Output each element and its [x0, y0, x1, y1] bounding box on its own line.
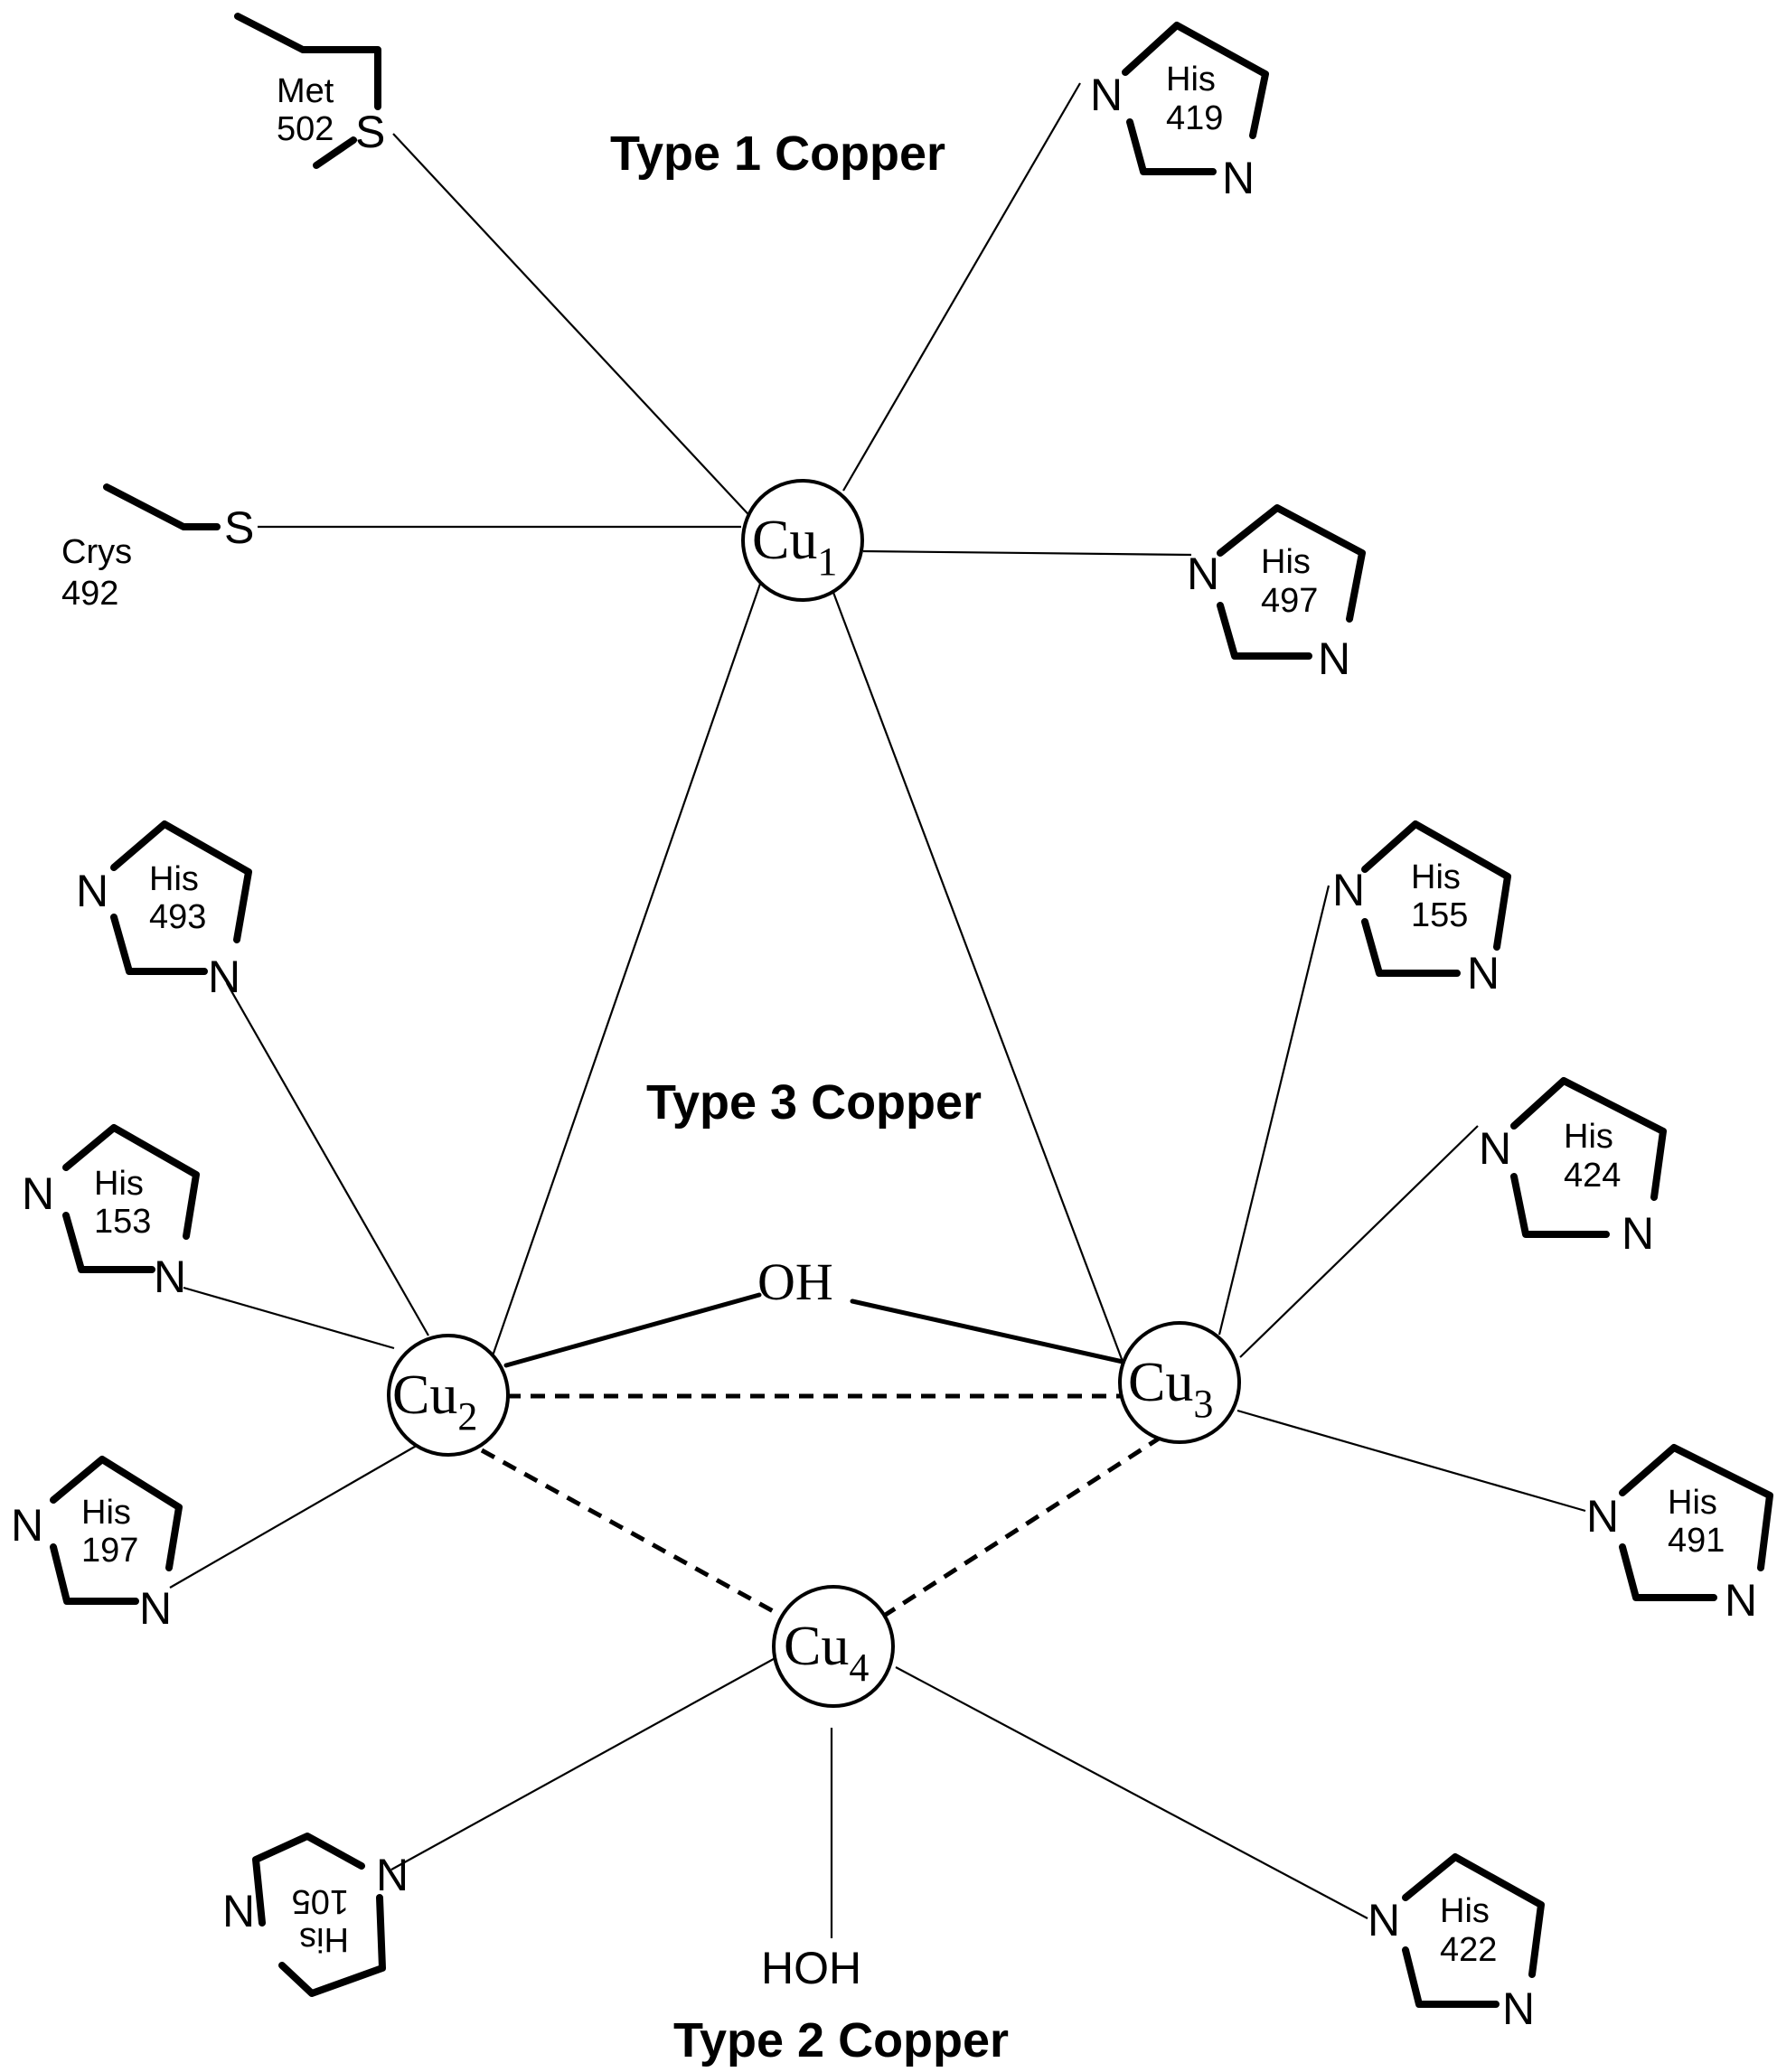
- svg-text:His: His: [94, 1165, 144, 1203]
- his155-n1: N: [1332, 865, 1365, 915]
- bond-cu3-his491: [1236, 1409, 1586, 1513]
- his424-residue: N N His 424: [1479, 1077, 1667, 1259]
- bond-cu1-his497: [862, 549, 1192, 557]
- his197-n2: N: [139, 1583, 172, 1634]
- his197-n1: N: [11, 1500, 43, 1551]
- his155-n2: N: [1467, 948, 1500, 998]
- svg-text:His: His: [1440, 1892, 1490, 1930]
- his497-residue: N N His 497: [1187, 504, 1366, 684]
- copper-dashed-links: [480, 1393, 1163, 1620]
- his105-n2: N: [222, 1886, 255, 1936]
- his155-residue: N N His 155: [1332, 820, 1511, 998]
- dash-cu3-cu4: [879, 1434, 1163, 1620]
- his419-n2: N: [1222, 153, 1255, 203]
- bond-cu1-his419: [842, 82, 1081, 492]
- dash-cu2-cu4: [480, 1448, 786, 1620]
- cu1-atom: Cu1: [741, 479, 864, 602]
- svg-text:His: His: [1411, 858, 1461, 896]
- his419-residue: N N His 419: [1090, 22, 1269, 203]
- cu4-atom: Cu4: [772, 1585, 895, 1708]
- bond-cu1-cu3: [831, 589, 1129, 1374]
- his493-residue: N N His 493: [76, 820, 252, 1002]
- bond-cu1-met502: [392, 133, 758, 525]
- svg-text:His: His: [299, 1920, 349, 1958]
- svg-text:502: 502: [277, 110, 334, 148]
- his197-residue: N N His 197: [11, 1456, 183, 1634]
- his497-n1: N: [1187, 548, 1219, 599]
- cu2-atom: Cu2: [387, 1334, 510, 1457]
- his422-residue: N N His 422: [1368, 1853, 1545, 2034]
- his424-n1: N: [1479, 1123, 1511, 1174]
- oh-label: OH: [757, 1252, 833, 1311]
- svg-text:197: 197: [81, 1532, 138, 1570]
- svg-text:His: His: [81, 1494, 131, 1532]
- his422-n2: N: [1502, 1983, 1535, 2034]
- bond-cu4-his422: [895, 1666, 1368, 1919]
- type3-heading: Type 3 Copper: [646, 1075, 982, 1130]
- svg-text:419: 419: [1166, 99, 1223, 137]
- his493-n1: N: [76, 866, 108, 916]
- his153-n1: N: [22, 1168, 54, 1219]
- his105-n1: N: [376, 1850, 409, 1900]
- crys492-residue: S Crys 492: [61, 483, 254, 613]
- svg-text:155: 155: [1411, 896, 1468, 934]
- svg-text:492: 492: [61, 575, 118, 613]
- his491-n1: N: [1586, 1491, 1619, 1542]
- crys492-sulfur: S: [224, 502, 254, 553]
- his419-n1: N: [1090, 70, 1123, 120]
- type1-heading: Type 1 Copper: [610, 127, 945, 181]
- svg-text:His: His: [149, 860, 199, 898]
- bond-cu3-his155: [1218, 885, 1330, 1336]
- met502-residue: S Met 502: [234, 13, 385, 169]
- his497-n2: N: [1318, 633, 1350, 684]
- svg-text:422: 422: [1440, 1931, 1497, 1969]
- svg-text:Met: Met: [277, 72, 334, 110]
- svg-text:Cu3: Cu3: [1128, 1352, 1213, 1426]
- his153-n2: N: [154, 1252, 186, 1302]
- bond-cu2-his153: [183, 1286, 395, 1350]
- bond-cu2-oh: [503, 1292, 762, 1368]
- cu3-atom: Cu3: [1118, 1321, 1241, 1444]
- his153-residue: N N His 153: [22, 1124, 200, 1302]
- svg-text:Crys: Crys: [61, 533, 132, 571]
- svg-text:His: His: [1668, 1484, 1717, 1522]
- bond-cu3-his424: [1239, 1125, 1479, 1358]
- hydroxide-bridge: [503, 1292, 1142, 1368]
- his491-residue: N N His 491: [1586, 1444, 1773, 1626]
- svg-text:153: 153: [94, 1203, 151, 1241]
- bond-cu2-his493: [226, 982, 429, 1336]
- svg-text:Cu2: Cu2: [392, 1364, 477, 1439]
- his105-residue: N N His 105: [222, 1833, 409, 1997]
- his424-n2: N: [1622, 1208, 1654, 1259]
- svg-text:His: His: [1564, 1118, 1613, 1156]
- his491-n2: N: [1725, 1575, 1757, 1626]
- his422-n1: N: [1368, 1895, 1400, 1945]
- bond-cu4-his105: [390, 1655, 781, 1870]
- bond-oh-cu3: [850, 1299, 1142, 1368]
- coordination-bonds: [169, 82, 1586, 1938]
- svg-text:491: 491: [1668, 1522, 1725, 1560]
- svg-text:497: 497: [1261, 582, 1318, 620]
- bond-cu2-his197: [169, 1443, 420, 1589]
- svg-text:493: 493: [149, 898, 206, 936]
- type2-heading: Type 2 Copper: [673, 2013, 1009, 2067]
- svg-text:105: 105: [292, 1882, 349, 1920]
- met502-sulfur: S: [355, 107, 385, 157]
- hoh-label: HOH: [761, 1943, 861, 1993]
- svg-text:His: His: [1261, 543, 1311, 581]
- his493-n2: N: [208, 952, 240, 1002]
- svg-text:Cu1: Cu1: [752, 510, 837, 584]
- svg-text:424: 424: [1564, 1157, 1621, 1195]
- bond-cu1-cu2: [487, 583, 762, 1367]
- svg-text:Cu4: Cu4: [784, 1616, 869, 1690]
- svg-text:His: His: [1166, 61, 1216, 98]
